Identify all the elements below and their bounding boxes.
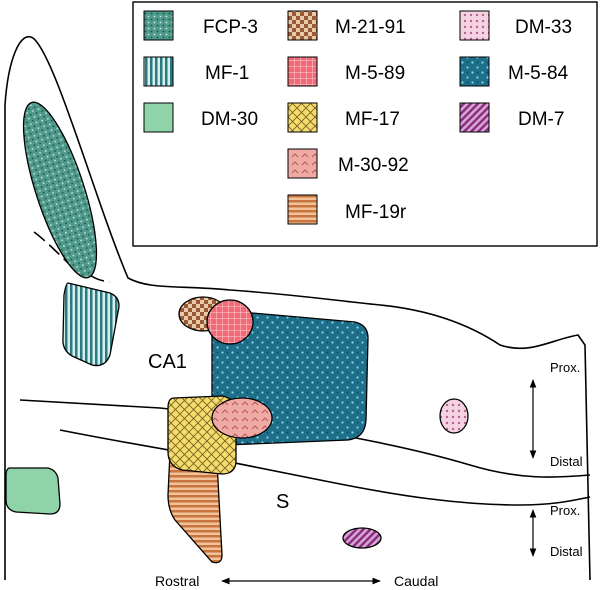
- upper-distal-label: Distal: [550, 454, 583, 469]
- lower-prox-label: Prox.: [550, 503, 580, 518]
- upper-prox-distal-axis: Prox. Distal: [529, 360, 583, 469]
- site-m589: [206, 299, 254, 345]
- legend-label-dm7: DM-7: [518, 109, 564, 130]
- site-dm30: [5, 467, 61, 515]
- legend-label-dm30: DM-30: [201, 109, 258, 130]
- legend-swatch-mf17: [287, 102, 318, 133]
- legend-item-mf1: MF-1: [143, 56, 249, 87]
- site-m3092: [211, 397, 273, 439]
- legend-item-m584: M-5-84: [459, 56, 569, 87]
- legend-swatch-fcp3: [143, 10, 174, 41]
- legend-swatch-dm30: [143, 102, 174, 133]
- legend-label-m584: M-5-84: [508, 63, 569, 84]
- legend-item-mf19r: MF-19r: [287, 194, 407, 225]
- legend-swatch-m589: [287, 56, 318, 87]
- site-dm7: [342, 527, 382, 549]
- legend-box: [132, 1, 598, 247]
- site-fcp3: [22, 101, 98, 279]
- rostral-caudal-axis: Rostral Caudal: [155, 573, 438, 589]
- legend-item-dm33: DM-33: [459, 10, 572, 41]
- legend-swatch-m2191: [287, 10, 318, 41]
- legend-item-dm7: DM-7: [459, 102, 564, 133]
- legend-label-m589: M-5-89: [345, 63, 405, 84]
- legend-item-dm30: DM-30: [143, 102, 258, 133]
- site-mf1: [62, 282, 120, 367]
- legend: FCP-3 MF-1 DM-30 M-21-91 M-5-89 MF-17 M-…: [132, 1, 598, 247]
- legend-label-fcp3: FCP-3: [203, 17, 258, 38]
- lower-prox-distal-axis: Prox. Distal: [529, 503, 583, 559]
- legend-item-m589: M-5-89: [287, 56, 405, 87]
- legend-label-mf17: MF-17: [345, 109, 400, 130]
- region-s-label: S: [276, 491, 289, 513]
- legend-swatch-dm7: [459, 102, 490, 133]
- legend-label-dm33: DM-33: [515, 17, 572, 38]
- legend-swatch-m584: [459, 56, 490, 87]
- outer-contour: [4, 35, 591, 581]
- legend-swatch-dm33: [459, 10, 490, 41]
- s-layer-boundary: [59, 429, 591, 506]
- legend-label-m3092: M-30-92: [338, 155, 409, 176]
- region-ca1-label: CA1: [148, 351, 187, 373]
- legend-label-mf1: MF-1: [205, 63, 249, 84]
- site-dm33: [439, 398, 469, 434]
- injection-sites: [5, 101, 469, 564]
- caudal-label: Caudal: [394, 573, 438, 589]
- upper-prox-label: Prox.: [550, 360, 580, 375]
- legend-label-m2191: M-21-91: [335, 17, 406, 38]
- legend-item-mf17: MF-17: [287, 102, 400, 133]
- legend-swatch-mf19r: [287, 194, 318, 225]
- legend-item-fcp3: FCP-3: [143, 10, 258, 41]
- legend-swatch-mf1: [143, 56, 174, 87]
- lower-distal-label: Distal: [550, 544, 583, 559]
- legend-label-mf19r: MF-19r: [345, 202, 407, 223]
- legend-item-m3092: M-30-92: [287, 148, 409, 179]
- legend-item-m2191: M-21-91: [287, 10, 406, 41]
- rostral-label: Rostral: [155, 573, 199, 589]
- legend-swatch-m3092: [287, 148, 318, 179]
